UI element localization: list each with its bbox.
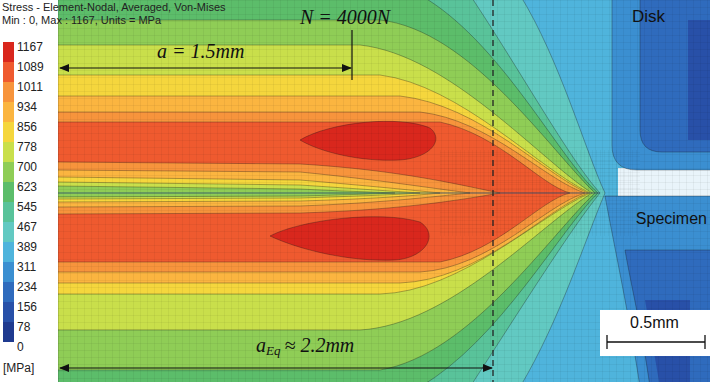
fe-mesh xyxy=(58,0,710,382)
equivalent-crack-line xyxy=(492,0,493,382)
legend-swatch xyxy=(3,322,14,342)
scale-bar xyxy=(607,335,705,349)
legend-swatch xyxy=(3,302,14,322)
dimension-label: a = 1.5mm xyxy=(157,40,244,62)
legend-swatch xyxy=(3,42,14,62)
scale-label: 0.5mm xyxy=(630,314,679,332)
legend-value: 467 xyxy=(17,221,37,234)
part-name: Disk xyxy=(632,8,665,27)
dimension-subscript: Eq xyxy=(266,344,280,358)
legend-swatch xyxy=(3,162,14,182)
legend-value: 78 xyxy=(17,321,30,334)
contour-bands xyxy=(58,0,710,382)
legend-unit: [MPa] xyxy=(3,362,34,375)
legend-value: 156 xyxy=(17,301,37,314)
legend-value: 1167 xyxy=(17,41,43,54)
legend-swatch xyxy=(3,182,14,202)
legend-swatch xyxy=(3,202,14,222)
plot-header: Stress - Element-Nodal, Averaged, Von-Mi… xyxy=(2,1,226,13)
scale-bar-box xyxy=(600,310,710,356)
legend-value: 700 xyxy=(17,161,37,174)
crack-line xyxy=(58,193,600,194)
legend-swatch xyxy=(3,82,14,102)
dimension-label: a xyxy=(256,334,266,356)
legend-value: 545 xyxy=(17,201,37,214)
background-band xyxy=(58,0,710,382)
legend-value: 234 xyxy=(17,281,37,294)
dimension-arrow xyxy=(60,67,351,68)
legend-swatch xyxy=(3,262,14,282)
legend-value: 0 xyxy=(17,341,24,354)
load-position-line xyxy=(351,30,352,80)
legend-value: 311 xyxy=(17,261,36,274)
legend-value: 856 xyxy=(17,121,37,134)
legend-swatch xyxy=(3,222,14,242)
legend-swatch xyxy=(3,242,14,262)
legend-swatch xyxy=(3,282,14,302)
legend-value: 778 xyxy=(17,141,37,154)
dimension-arrow xyxy=(60,367,492,368)
dimension-label: ≈ 2.2mm xyxy=(284,334,354,356)
part-name: Specimen xyxy=(636,210,707,228)
legend-value: 623 xyxy=(17,181,37,194)
legend-value: 1089 xyxy=(17,61,44,74)
load-label: N = 4000N xyxy=(300,6,390,28)
legend-swatch xyxy=(3,142,14,162)
legend-value: 934 xyxy=(17,101,37,114)
legend-value: 389 xyxy=(17,241,37,254)
legend-swatch xyxy=(3,122,14,142)
legend-value: 1011 xyxy=(17,81,43,94)
legend-swatch xyxy=(3,62,14,82)
plot-header: Min : 0, Max : 1167, Units = MPa xyxy=(2,14,161,26)
legend-swatch xyxy=(3,102,14,122)
